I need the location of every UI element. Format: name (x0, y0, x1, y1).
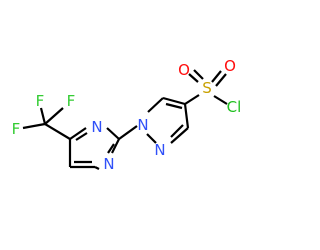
bond-cf3-c-f-left (22, 122, 46, 130)
nitrogen-atom-pyrazole-1: N (137, 116, 148, 134)
bond-s-o1 (188, 73, 199, 83)
bonds (22, 69, 228, 170)
bond-c4-n3 (69, 127, 87, 140)
bond-n1-c6 (94, 166, 100, 170)
fluorine-atom-left: F (12, 120, 21, 138)
fluorine-atom-top-left: F (36, 92, 45, 110)
sulfur-atom: S (202, 79, 212, 97)
nitrogen-atom-pyrimidine-top: N (91, 118, 102, 136)
bond-c5-c4-pyrazole-double (165, 102, 183, 110)
bond-c2-n1-double (107, 143, 115, 154)
atom-labels: F F F N N N N S O O Cl (12, 57, 242, 173)
bond-s-o2 (211, 70, 222, 83)
bond-c2-n1 (111, 138, 120, 154)
nitrogen-atom-pyrimidine-bottom: N (103, 155, 114, 173)
bond-cf3-c-f-top-left (39, 107, 47, 125)
bond-s-o1-double (193, 69, 204, 80)
bond-c5-c4-pyrazole (162, 96, 186, 106)
oxygen-atom-right: O (224, 57, 236, 75)
bond-n1-c5-pyrazole (147, 97, 164, 113)
bond-c4-c3-pyrazole (183, 103, 190, 129)
bond-c2-pyrazole-n1 (118, 125, 138, 140)
bond-cf3-c-f-top-right (44, 107, 64, 125)
bond-n3-c2 (106, 127, 120, 140)
chlorine-atom: Cl (227, 98, 242, 116)
bond-c4-n3-double (75, 132, 88, 141)
bond-s-cl (213, 95, 228, 105)
bond-cf3-c-to-ring (44, 123, 71, 140)
bond-c3-n2-pyrazole (170, 127, 189, 144)
bond-c4-s (184, 94, 200, 105)
bond-c3-n2-pyrazole-double (170, 124, 184, 138)
bond-n2-n1-pyrazole (146, 133, 157, 144)
chemical-structure: F F F N N N N S O O Cl (12, 57, 242, 173)
oxygen-atom-left: O (178, 61, 190, 79)
fluorine-atom-top-right: F (67, 92, 76, 110)
bond-s-o2-double (215, 73, 227, 87)
nitrogen-atom-pyrazole-2: N (154, 141, 165, 159)
